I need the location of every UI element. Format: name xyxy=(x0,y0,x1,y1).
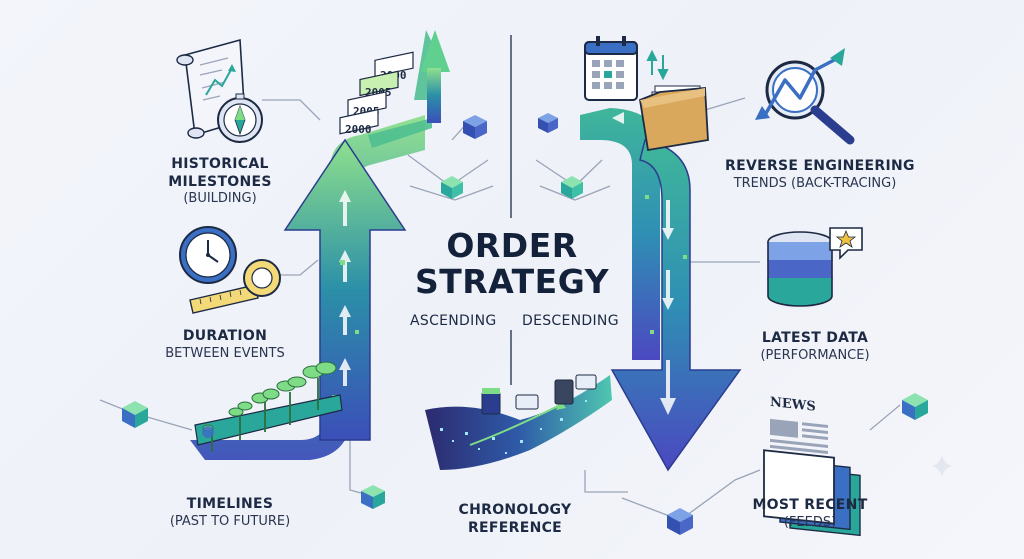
year-tag-4-text: 2000 xyxy=(345,123,372,136)
year-tag-4: 2000 xyxy=(339,108,379,136)
magnifier-trend-icon xyxy=(755,48,855,145)
data-stream-icon xyxy=(425,374,612,470)
calendar-icon xyxy=(584,36,638,101)
clock-icon xyxy=(179,226,237,284)
label-chronology-line1: CHRONOLOGY xyxy=(458,502,572,518)
label-reverse-engineering: REVERSE ENGINEERING TRENDS (BACK-TRACING… xyxy=(725,158,915,192)
label-most-recent-line2: (FEEDS) xyxy=(783,514,837,530)
label-historical-line1: HISTORICAL xyxy=(171,156,269,172)
label-historical-line2: MILESTONES xyxy=(168,173,272,190)
cube-5 xyxy=(122,401,148,428)
cube-1 xyxy=(463,115,487,139)
folder-icon xyxy=(638,85,709,152)
label-reverse-line2: TRENDS (BACK-TRACING) xyxy=(733,175,897,191)
label-historical-line3: (BUILDING) xyxy=(183,191,257,206)
label-duration-line1: DURATION xyxy=(182,328,268,344)
label-most-recent: MOST RECENT (FEEDS) xyxy=(750,497,870,531)
compass-icon xyxy=(217,93,263,143)
year-tags: 2000 2005 2005 2000 xyxy=(339,51,414,136)
label-duration: DURATION BETWEEN EVENTS xyxy=(155,328,295,362)
center-title-line1: ORDER xyxy=(446,226,578,265)
label-reverse-line1: REVERSE ENGINEERING xyxy=(725,158,915,174)
tape-measure-icon xyxy=(189,259,281,314)
cube-4 xyxy=(561,176,583,199)
label-chronology-line2: REFERENCE xyxy=(467,519,563,536)
descending-arrow xyxy=(580,108,742,472)
sprouts-icon xyxy=(194,361,343,452)
sparkle-icon xyxy=(932,455,952,477)
newspaper-label: NEWS xyxy=(770,395,816,415)
label-most-recent-line1: MOST RECENT xyxy=(752,497,868,513)
ascending-arrow xyxy=(190,30,450,460)
label-latest-data: LATEST DATA (PERFORMANCE) xyxy=(750,330,880,364)
label-latest-line1: LATEST DATA xyxy=(761,330,869,346)
center-title: ORDER STRATEGY xyxy=(400,226,624,302)
label-duration-line2: BETWEEN EVENTS xyxy=(165,345,285,361)
descending-label: DESCENDING xyxy=(522,313,619,329)
center-title-line2: STRATEGY xyxy=(415,262,609,302)
up-down-arrows-icon xyxy=(646,49,669,81)
label-timelines-line1: TIMELINES xyxy=(186,496,274,512)
label-latest-line2: (PERFORMANCE) xyxy=(760,347,870,363)
newspaper-icon: NEWS xyxy=(763,395,861,537)
cube-2 xyxy=(538,113,558,133)
database-star-icon xyxy=(767,227,863,307)
label-timelines: TIMELINES (PAST TO FUTURE) xyxy=(165,496,295,530)
label-chronology-reference: CHRONOLOGY REFERENCE xyxy=(455,502,575,537)
label-timelines-line2: (PAST TO FUTURE) xyxy=(169,513,291,529)
cube-6 xyxy=(361,485,385,509)
ascending-label: ASCENDING xyxy=(410,313,497,329)
label-historical-milestones: HISTORICAL MILESTONES (BUILDING) xyxy=(160,156,280,207)
cube-7 xyxy=(667,508,693,535)
cube-3 xyxy=(441,176,463,199)
cube-8 xyxy=(902,393,928,420)
